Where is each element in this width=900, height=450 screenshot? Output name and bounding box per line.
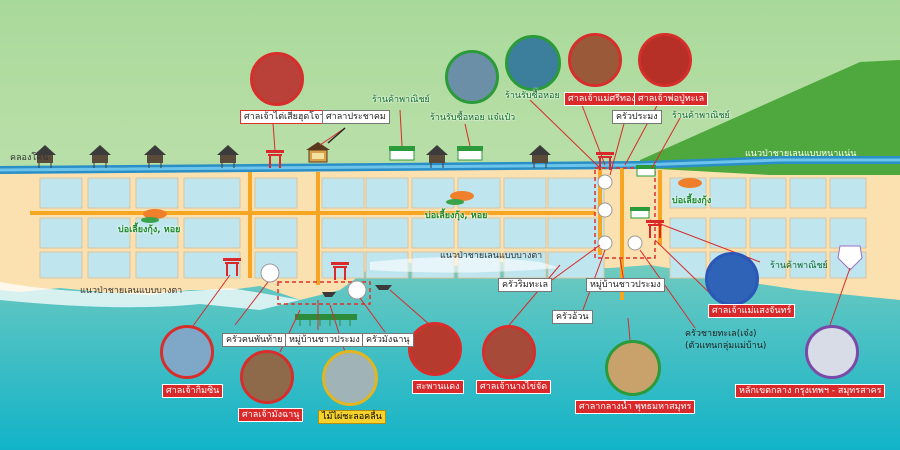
pond-cell bbox=[87, 177, 131, 209]
shore-bottom-left bbox=[0, 282, 300, 310]
photo-mangrove-sticks bbox=[322, 350, 378, 406]
marker-pin-icon bbox=[837, 245, 863, 271]
pond-cell bbox=[789, 251, 827, 279]
photo-sala-klang-nam bbox=[605, 340, 661, 396]
pond-cell bbox=[87, 251, 131, 279]
pond-cell bbox=[87, 217, 131, 249]
label-community-hall: ศาลาประชาคม bbox=[322, 110, 390, 124]
pond-cell bbox=[457, 217, 501, 249]
label-shrine-chao-fa: ศาลเจ้านางไข่จัด bbox=[476, 380, 552, 394]
photo-shrine-tai-sia bbox=[250, 52, 304, 106]
photo-shrine-mae-sri-thong bbox=[568, 33, 622, 87]
pond-cell bbox=[254, 217, 298, 249]
photo-shrine-mae-saeng-chan bbox=[705, 252, 759, 306]
pond-cell bbox=[365, 177, 409, 209]
photo-shellfish-buyer-jaeo bbox=[445, 50, 499, 104]
label-kitchen-uan: ครัวอ้วน bbox=[552, 310, 593, 324]
pond-cell bbox=[135, 251, 179, 279]
pond-cell bbox=[321, 177, 365, 209]
pond-cell bbox=[669, 251, 707, 279]
kitchen-plate-icon bbox=[260, 174, 643, 300]
pond-cell bbox=[789, 217, 827, 249]
pier-green bbox=[295, 314, 357, 320]
hut-icon bbox=[426, 145, 448, 168]
label-shop-top: ร้านค้าพาณิชย์ bbox=[372, 95, 430, 105]
pond-cell bbox=[39, 251, 83, 279]
label-village-pramong-bottom: หมู่บ้านชาวประมง bbox=[285, 333, 364, 347]
pond-cell bbox=[829, 177, 867, 209]
pond-cell bbox=[183, 177, 241, 209]
label-red-bridge: สะพานแดง bbox=[412, 380, 464, 394]
pond-cell bbox=[789, 177, 827, 209]
label-shrine-tai-sia: ศาลเจ้าไต่เสียฮุดโจว bbox=[240, 110, 329, 124]
pond-cell bbox=[709, 177, 747, 209]
pond-cell bbox=[411, 177, 455, 209]
hut-icon bbox=[89, 145, 111, 168]
photo-boundary-marker bbox=[805, 325, 859, 379]
pond-label-center: บ่อเลี้ยงกุ้ง, หอย bbox=[425, 211, 488, 221]
pond-cell bbox=[749, 177, 787, 209]
photo-shrine-chao-fa bbox=[482, 325, 536, 379]
label-kitchen-rim-thale: ครัวริมทะเล bbox=[498, 278, 553, 292]
pond-cell bbox=[321, 217, 365, 249]
pond-cell bbox=[254, 177, 298, 209]
canal-label: คลองโคน bbox=[10, 153, 49, 163]
label-sala-klang-nam: ศาลากลางน้ำ พุทธมหาสมุทร bbox=[575, 400, 696, 414]
pond-cell bbox=[183, 217, 241, 249]
dense-mangrove-label: แนวป่าชายเลนแบบหนาแน่น bbox=[745, 149, 857, 159]
label-kitchen-pramong-top: ครัวประมง bbox=[612, 110, 662, 124]
label-boundary-marker: หลักเขตกลาง กรุงเทพฯ - สมุทรสาคร bbox=[735, 384, 886, 398]
photo-shrine-pho-pu-thale bbox=[638, 33, 692, 87]
label-shrine-kim-sin: ศาลเจ้ากิมซิน bbox=[162, 384, 224, 398]
sparse-mangrove-label-left: แนวป่าชายเลนแบบบางตา bbox=[80, 286, 183, 296]
pond-cell bbox=[709, 217, 747, 249]
pond-cell bbox=[503, 217, 547, 249]
pond-cell bbox=[135, 177, 179, 209]
pond-cell bbox=[411, 217, 455, 249]
hut-icon bbox=[217, 145, 239, 168]
label-shrine-mae-sri-thong: ศาลเจ้าแม่ศรีทอง bbox=[564, 92, 640, 106]
label-shrine-mae-saeng-chan: ศาลเจ้าแม่แสงจันทร์ bbox=[708, 304, 796, 318]
label-shellfish-buyer: ร้านรับซื้อหอย bbox=[505, 91, 560, 101]
village-zone-right bbox=[594, 167, 656, 259]
label-kitchen-chai-thale: ครัวชายทะเล(เจ๋ง) bbox=[685, 329, 757, 339]
photo-shrine-kim-sin bbox=[160, 325, 214, 379]
fish-icon bbox=[141, 178, 702, 223]
pond-cell bbox=[39, 217, 83, 249]
pond-cell bbox=[39, 177, 83, 209]
pond-cell bbox=[503, 177, 547, 209]
label-shrine-pho-pu-thale: ศาลเจ้าพ่อปู่ทะเล bbox=[634, 92, 709, 106]
pond-label-left: บ่อเลี้ยงกุ้ง, หอย bbox=[118, 225, 181, 235]
label-housewife-group: (ตัวแทนกลุ่มแม่บ้าน) bbox=[685, 341, 767, 351]
shore-center bbox=[370, 257, 560, 273]
shop-icon bbox=[389, 146, 656, 219]
hut-icon bbox=[34, 145, 56, 168]
boat-icon bbox=[322, 285, 392, 297]
label-village-pramong: หมู่บ้านชาวประมง bbox=[586, 278, 665, 292]
photo-shrine-mangchanu bbox=[240, 350, 294, 404]
hut-icon bbox=[529, 145, 551, 168]
label-shellfish-buyer-jaeo: ร้านรับซื้อหอย แจ๋แป๋ว bbox=[430, 113, 516, 123]
pond-cell bbox=[183, 251, 241, 279]
pond-cell bbox=[669, 217, 707, 249]
sparse-mangrove-label-center: แนวป่าชายเลนแบบบางตา bbox=[440, 251, 543, 261]
label-shop-right-top: ร้านค้าพาณิชย์ bbox=[672, 111, 730, 121]
pavilion-icon bbox=[306, 142, 330, 163]
label-mangrove-sticks: ไม้ไผ่ชะลอคลื่น bbox=[318, 410, 386, 424]
label-shrine-mangchanu: ศาลเจ้ามังฉานุ bbox=[238, 408, 304, 422]
pond-cell bbox=[135, 217, 179, 249]
photo-red-bridge bbox=[408, 322, 462, 376]
pond-cell bbox=[749, 217, 787, 249]
label-shop-right-bottom: ร้านค้าพาณิชย์ bbox=[770, 261, 828, 271]
photo-shellfish-buyer bbox=[505, 35, 561, 91]
village-zone-left bbox=[277, 281, 371, 305]
hut-row bbox=[34, 145, 551, 168]
pond-label-right: บ่อเลี้ยงกุ้ง bbox=[672, 196, 712, 206]
pond-cell bbox=[365, 217, 409, 249]
pond-cell bbox=[829, 217, 867, 249]
label-kitchen-khon-phan-thai: ครัวคนพันท้าย bbox=[222, 333, 287, 347]
label-kitchen-mangchanu: ครัวมังฉานุ bbox=[362, 333, 414, 347]
hut-icon bbox=[144, 145, 166, 168]
